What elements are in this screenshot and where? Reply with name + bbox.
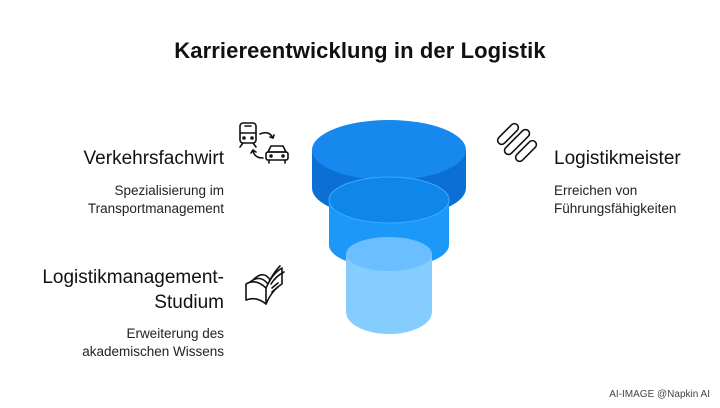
studium-label-line2: Studium bbox=[154, 292, 224, 313]
meister-desc-line1: Erreichen von bbox=[554, 183, 638, 198]
verkehr-label: Verkehrsfachwirt bbox=[83, 148, 224, 169]
verkehr-desc-line1: Spezialisierung im bbox=[114, 183, 224, 198]
meister-desc-line2: Führungsfähigkeiten bbox=[554, 201, 677, 216]
footer-credit: AI-IMAGE @Napkin AI bbox=[609, 389, 710, 400]
page-title: Karriereentwicklung in der Logistik bbox=[174, 38, 546, 63]
verkehr-desc: Spezialisierung im Transportmanagement bbox=[88, 182, 224, 218]
train-car-icon bbox=[239, 122, 289, 164]
studium-desc-line2: akademischen Wissens bbox=[82, 344, 224, 359]
studium-desc-line1: Erweiterung des bbox=[126, 326, 224, 341]
studium-label: Logistikmanagement- Studium bbox=[42, 265, 224, 315]
studium-desc: Erweiterung des akademischen Wissens bbox=[82, 325, 224, 361]
open-book-icon bbox=[245, 265, 285, 305]
tier-bottom bbox=[346, 237, 432, 334]
verkehr-desc-line2: Transportmanagement bbox=[87, 201, 224, 216]
meister-label: Logistikmeister bbox=[554, 148, 681, 169]
capsules-icon bbox=[496, 122, 538, 163]
studium-label-line1: Logistikmanagement- bbox=[42, 267, 224, 288]
meister-desc: Erreichen von Führungsfähigkeiten bbox=[554, 182, 676, 218]
